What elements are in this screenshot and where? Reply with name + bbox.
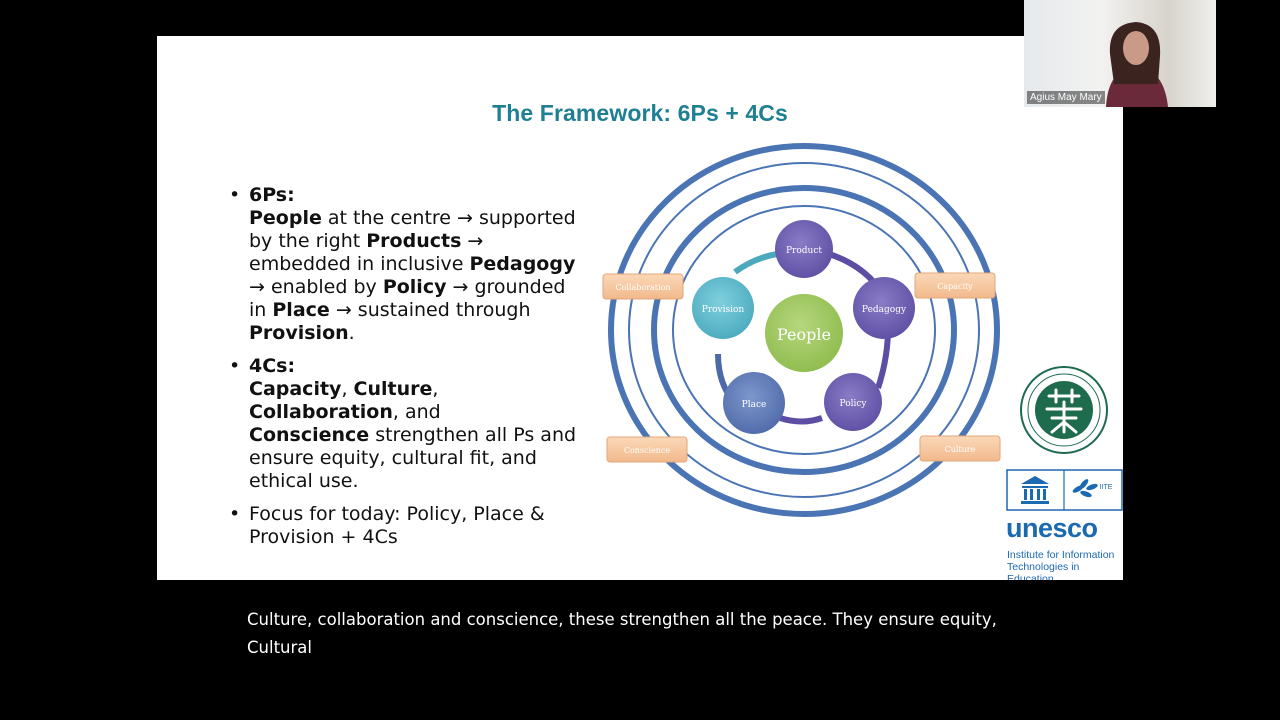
term-provision: Provision bbox=[249, 322, 349, 344]
bullet-heading-4cs: 4Cs: bbox=[249, 355, 296, 377]
bullet-text: → embedded in inclusive bbox=[249, 230, 484, 275]
term-culture: Culture bbox=[353, 378, 433, 400]
outer-ring bbox=[608, 143, 1000, 517]
unesco-iite-label: IITE bbox=[1100, 484, 1113, 491]
tag-capacity: Capacity bbox=[914, 272, 996, 299]
bullet-text: at the centre → supported by the right bbox=[249, 207, 576, 252]
middle-ring-inner bbox=[672, 205, 936, 455]
framework-diagram: People Product Pedagogy Policy Place Pro… bbox=[602, 143, 1001, 517]
node-label: Place bbox=[742, 400, 767, 410]
bullet-text: strengthen all Ps and ensure equity, cul… bbox=[249, 424, 577, 492]
tag-collaboration: Collaboration bbox=[602, 273, 684, 300]
middle-ring bbox=[651, 185, 957, 475]
bullet-heading-6ps: 6Ps: bbox=[249, 184, 295, 206]
bullet-text: → enabled by bbox=[249, 276, 383, 298]
presentation-slide: The Framework: 6Ps + 4Cs 6Ps: People at … bbox=[157, 36, 1123, 580]
participant-name: Agius May Mary bbox=[1027, 91, 1105, 104]
live-caption: Culture, collaboration and conscience, t… bbox=[247, 610, 997, 657]
node-label: Provision bbox=[702, 305, 745, 315]
bullet-6ps: 6Ps: People at the centre → supported by… bbox=[227, 184, 587, 345]
term-policy: Policy bbox=[382, 276, 447, 298]
node-product: Product bbox=[775, 220, 833, 278]
node-label: Policy bbox=[840, 399, 868, 409]
term-conscience: Conscience bbox=[249, 424, 370, 446]
unesco-temple-icon: IITE bbox=[1006, 469, 1123, 511]
bullet-text: , and bbox=[392, 401, 441, 423]
node-label: Product bbox=[786, 246, 822, 256]
term-capacity: Capacity bbox=[249, 378, 342, 400]
node-label: Pedagogy bbox=[862, 305, 907, 315]
tag-label: Culture bbox=[945, 445, 976, 454]
bullet-text: → grounded in bbox=[249, 276, 566, 321]
term-people: People bbox=[249, 207, 322, 229]
participant-video-tile[interactable]: Agius May Mary bbox=[1024, 0, 1216, 107]
bullet-focus: Focus for today: Policy, Place & Provisi… bbox=[227, 503, 587, 549]
node-place: Place bbox=[723, 372, 785, 434]
node-policy: Policy bbox=[824, 373, 882, 431]
node-pedagogy: Pedagogy bbox=[853, 277, 915, 339]
unesco-iite-logo: IITE unesco Institute for Information Te… bbox=[1006, 469, 1123, 580]
outer-ring-inner bbox=[628, 162, 980, 498]
bullet-text: , bbox=[432, 378, 439, 400]
center-label: People bbox=[777, 325, 831, 344]
bullet-text: . bbox=[348, 322, 355, 344]
tag-label: Conscience bbox=[624, 446, 671, 455]
term-pedagogy: Pedagogy bbox=[469, 253, 576, 275]
tag-label: Collaboration bbox=[615, 283, 670, 292]
bullet-4cs: 4Cs: Capacity, Culture, Collaboration, a… bbox=[227, 355, 587, 493]
term-products: Products bbox=[366, 230, 462, 252]
bullet-list: 6Ps: People at the centre → supported by… bbox=[227, 184, 587, 559]
term-place: Place bbox=[272, 299, 330, 321]
tag-label: Capacity bbox=[937, 282, 973, 291]
bullet-text: Focus for today: Policy, Place & Provisi… bbox=[249, 503, 545, 548]
tag-conscience: Conscience bbox=[606, 436, 688, 463]
slide-title: The Framework: 6Ps + 4Cs bbox=[492, 100, 788, 126]
university-seal-logo bbox=[1020, 366, 1108, 454]
bullet-text: → sustained through bbox=[329, 299, 531, 321]
bullet-text: , bbox=[341, 378, 354, 400]
unesco-wordmark: unesco bbox=[1006, 513, 1098, 543]
term-collaboration: Collaboration bbox=[249, 401, 393, 423]
unesco-institute-name: Institute for Information Technologies i… bbox=[1007, 549, 1115, 580]
participant-avatar bbox=[1106, 22, 1168, 107]
tag-culture: Culture bbox=[919, 435, 1001, 462]
center-node-people bbox=[765, 294, 843, 372]
node-provision: Provision bbox=[692, 277, 754, 339]
